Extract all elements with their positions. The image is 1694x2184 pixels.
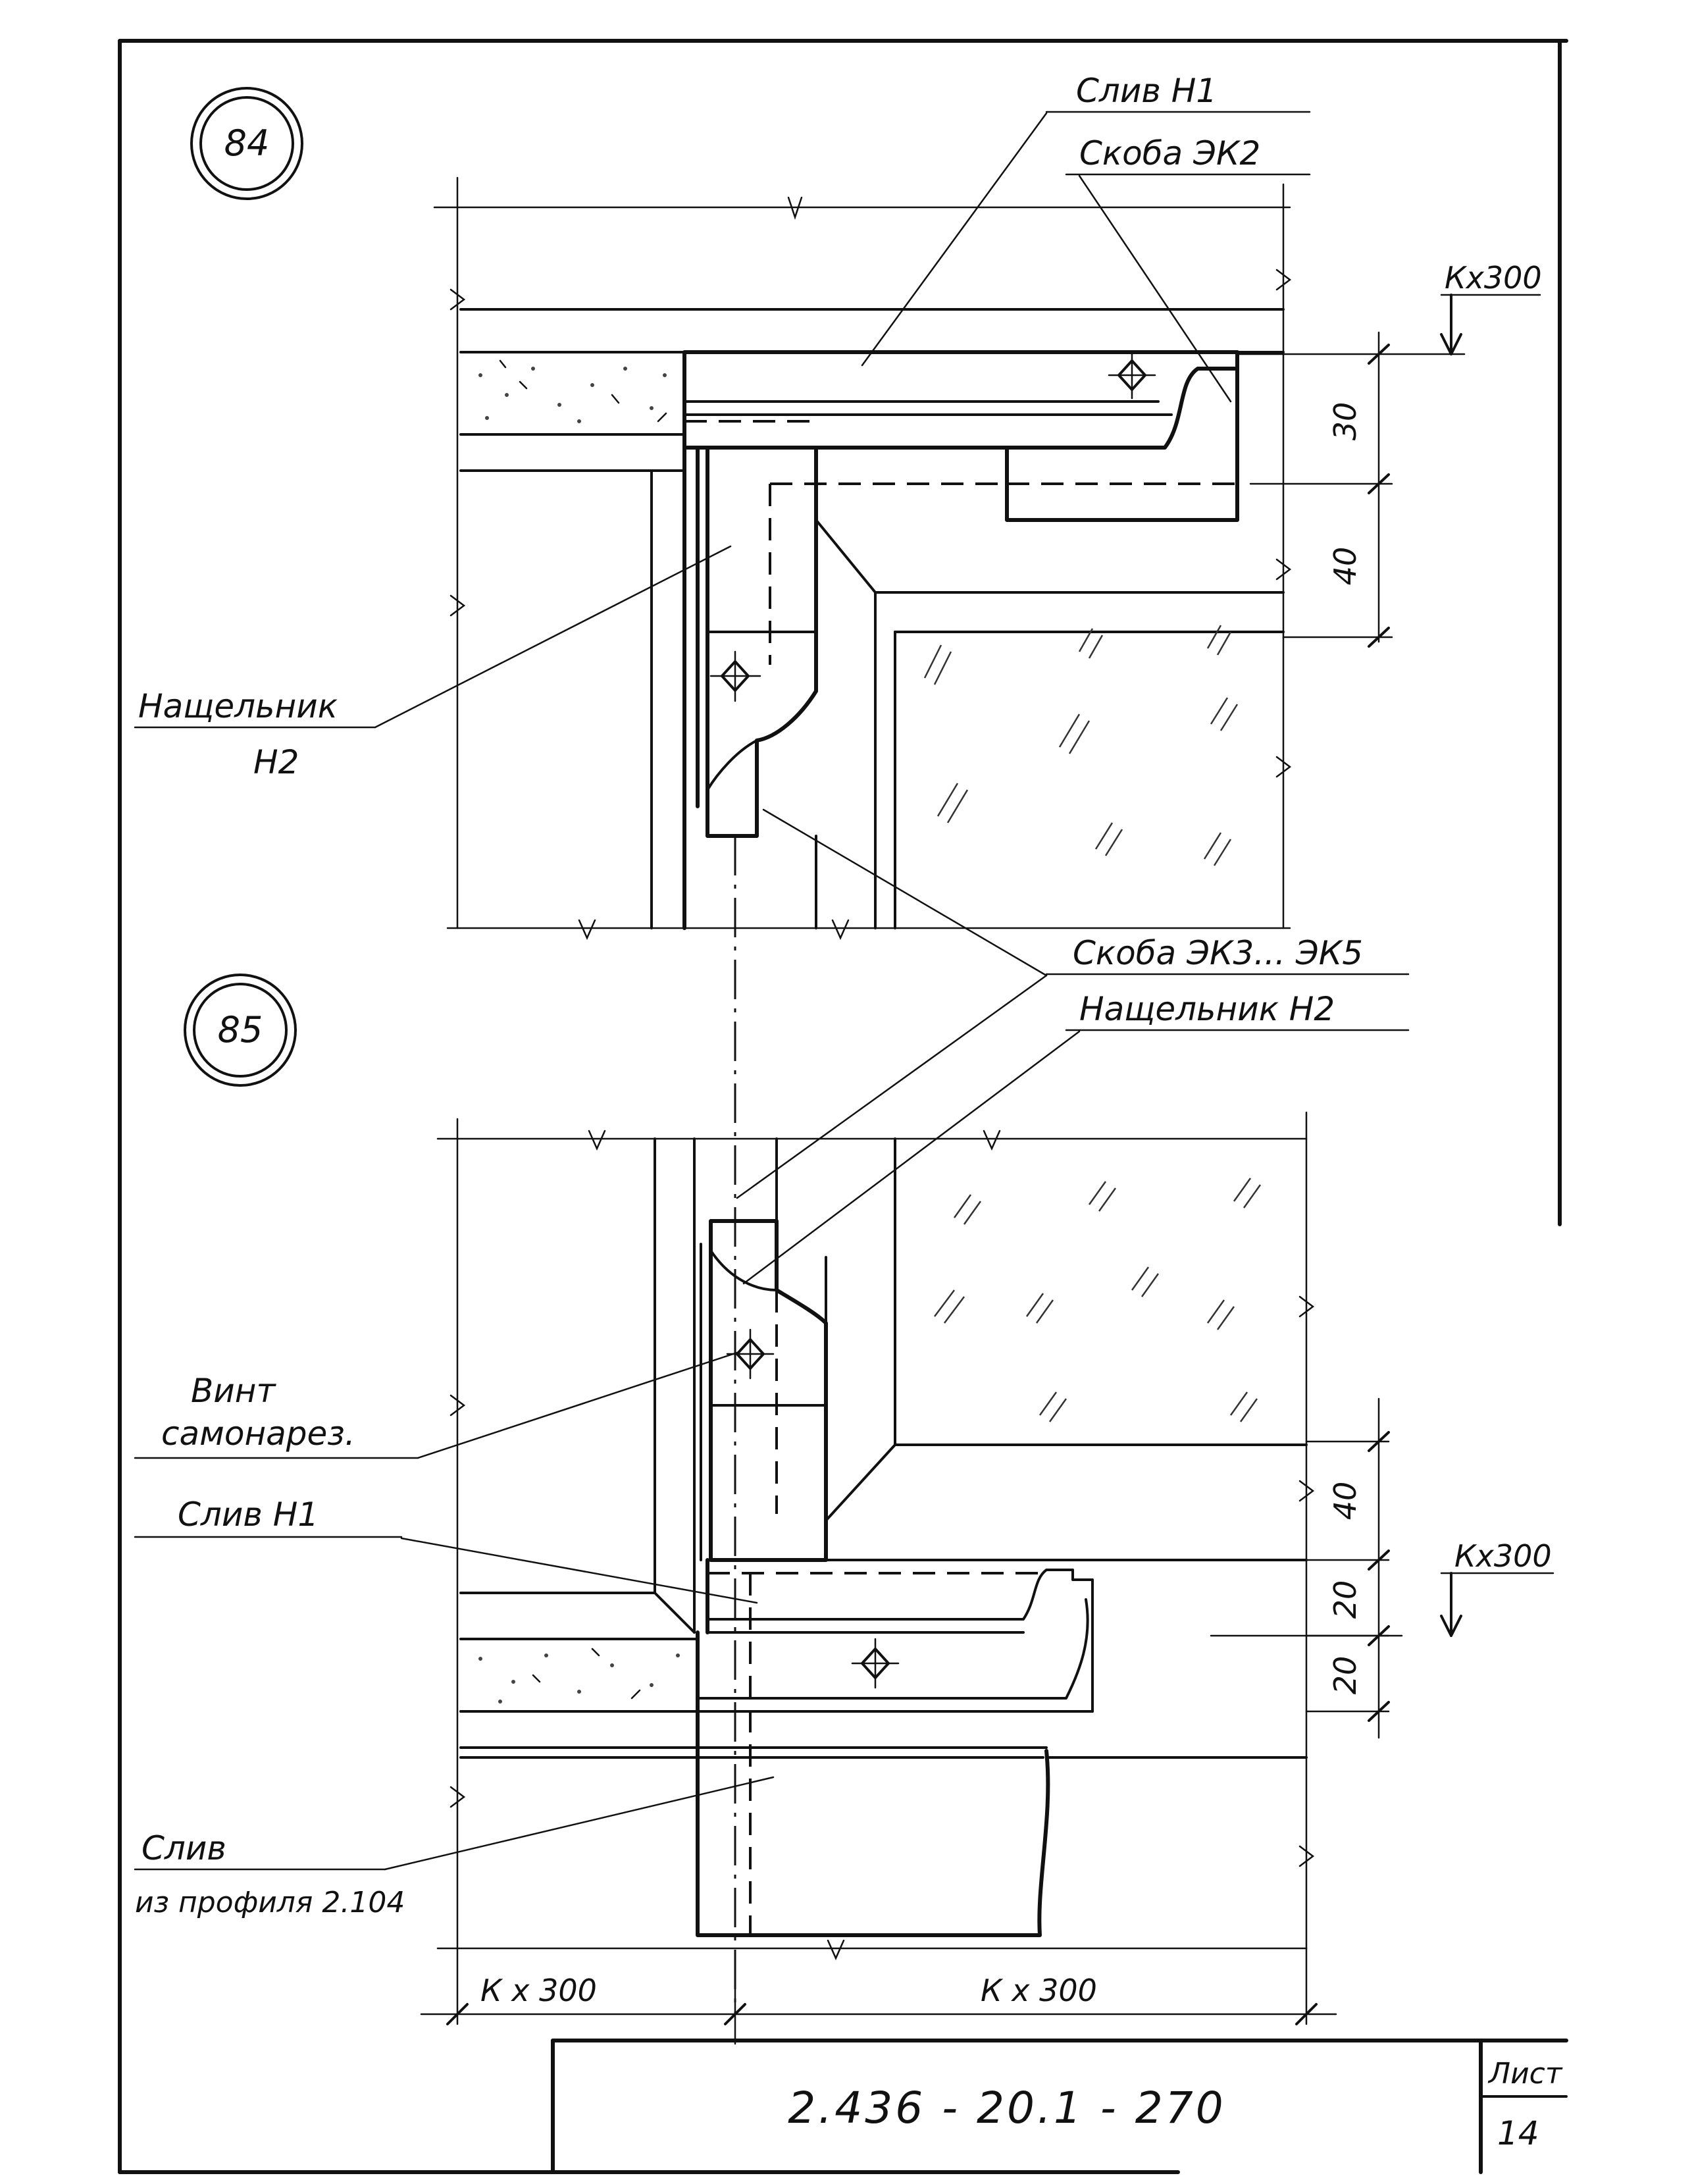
screw-marker-top-left: [709, 650, 761, 702]
label-vint-line1: Винт: [191, 1372, 276, 1410]
label-sliv-profile-line1: Слив: [141, 1829, 226, 1867]
detail-circle-85: 85: [184, 974, 297, 1087]
dimension-20-a: 20: [1327, 1580, 1363, 1619]
dimension-chain-top: 30 40 Кх300: [1236, 260, 1542, 648]
flashing-h1-top: [682, 350, 1239, 665]
label-nashchelnik-h2: Нащельник Н2: [1079, 990, 1335, 1028]
dimension-k300-right: К х 300: [981, 1973, 1097, 2008]
dimension-30: 30: [1327, 402, 1363, 441]
label-nashchelnik-line1: Нащельник: [138, 687, 338, 725]
screw-marker-bottom-center: [851, 1638, 900, 1689]
label-skoba-ek2: Скоба ЭК2: [1079, 134, 1260, 172]
title-block: 2.436 - 20.1 - 270 Лист 14: [551, 2039, 1568, 2174]
label-nashchelnik-line2: Н2: [253, 743, 299, 781]
label-sliv-profile-line2: из профиля 2.104: [135, 1886, 405, 1919]
label-sliv-h1-top: Слив Н1: [1076, 72, 1217, 110]
detail-85: 85: [134, 974, 1554, 2045]
dimension-chain-bottom: 40 20 20 Кх300: [1305, 1397, 1554, 1739]
sheet-label: Лист: [1487, 2057, 1563, 2091]
labels-bottom: Винт самонарез. Слив Н1 Слив из профиля …: [134, 1351, 775, 1919]
label-vint-line2: самонарез.: [161, 1415, 355, 1453]
batten-h2-bottom: [700, 1219, 828, 1562]
glass-hatch-bottom: [934, 1178, 1262, 1422]
glass-hatch-top: [923, 625, 1239, 866]
dimension-40-top: 40: [1327, 547, 1363, 586]
label-sliv-h1-bottom: Слив Н1: [178, 1495, 319, 1534]
detail-84: 84: [134, 72, 1542, 941]
sheet-number: 14: [1497, 2114, 1539, 2152]
dimension-k300-left: К х 300: [480, 1973, 597, 2008]
sheet-frame: [118, 39, 1568, 2174]
screw-marker-top-right: [1108, 351, 1156, 400]
dimension-40-bottom: 40: [1327, 1482, 1363, 1521]
insulation-fill-bottom: [478, 1648, 680, 1703]
dimension-20-b: 20: [1327, 1656, 1363, 1695]
label-skoba-ek3-ek5: Скоба ЭК3... ЭК5: [1073, 934, 1363, 972]
drawing-code: 2.436 - 20.1 - 270: [788, 2083, 1225, 2133]
labels-top: Слив Н1 Скоба ЭК2 Нащельник Н2: [134, 72, 1311, 781]
dimension-kx300-bottom: Кх300: [1454, 1538, 1552, 1574]
detail-circle-84: 84: [190, 87, 303, 200]
flashing-h1-bottom: [696, 1558, 1094, 1937]
labels-middle: Скоба ЭК3... ЭК5 Нащельник Н2: [736, 808, 1410, 1285]
dimension-kx300-top: Кх300: [1445, 260, 1542, 296]
insulation-fill-top: [478, 359, 667, 423]
detail-number-85: 85: [218, 1009, 263, 1051]
batten-h2-top: [682, 446, 818, 930]
detail-number-84: 84: [224, 122, 270, 164]
